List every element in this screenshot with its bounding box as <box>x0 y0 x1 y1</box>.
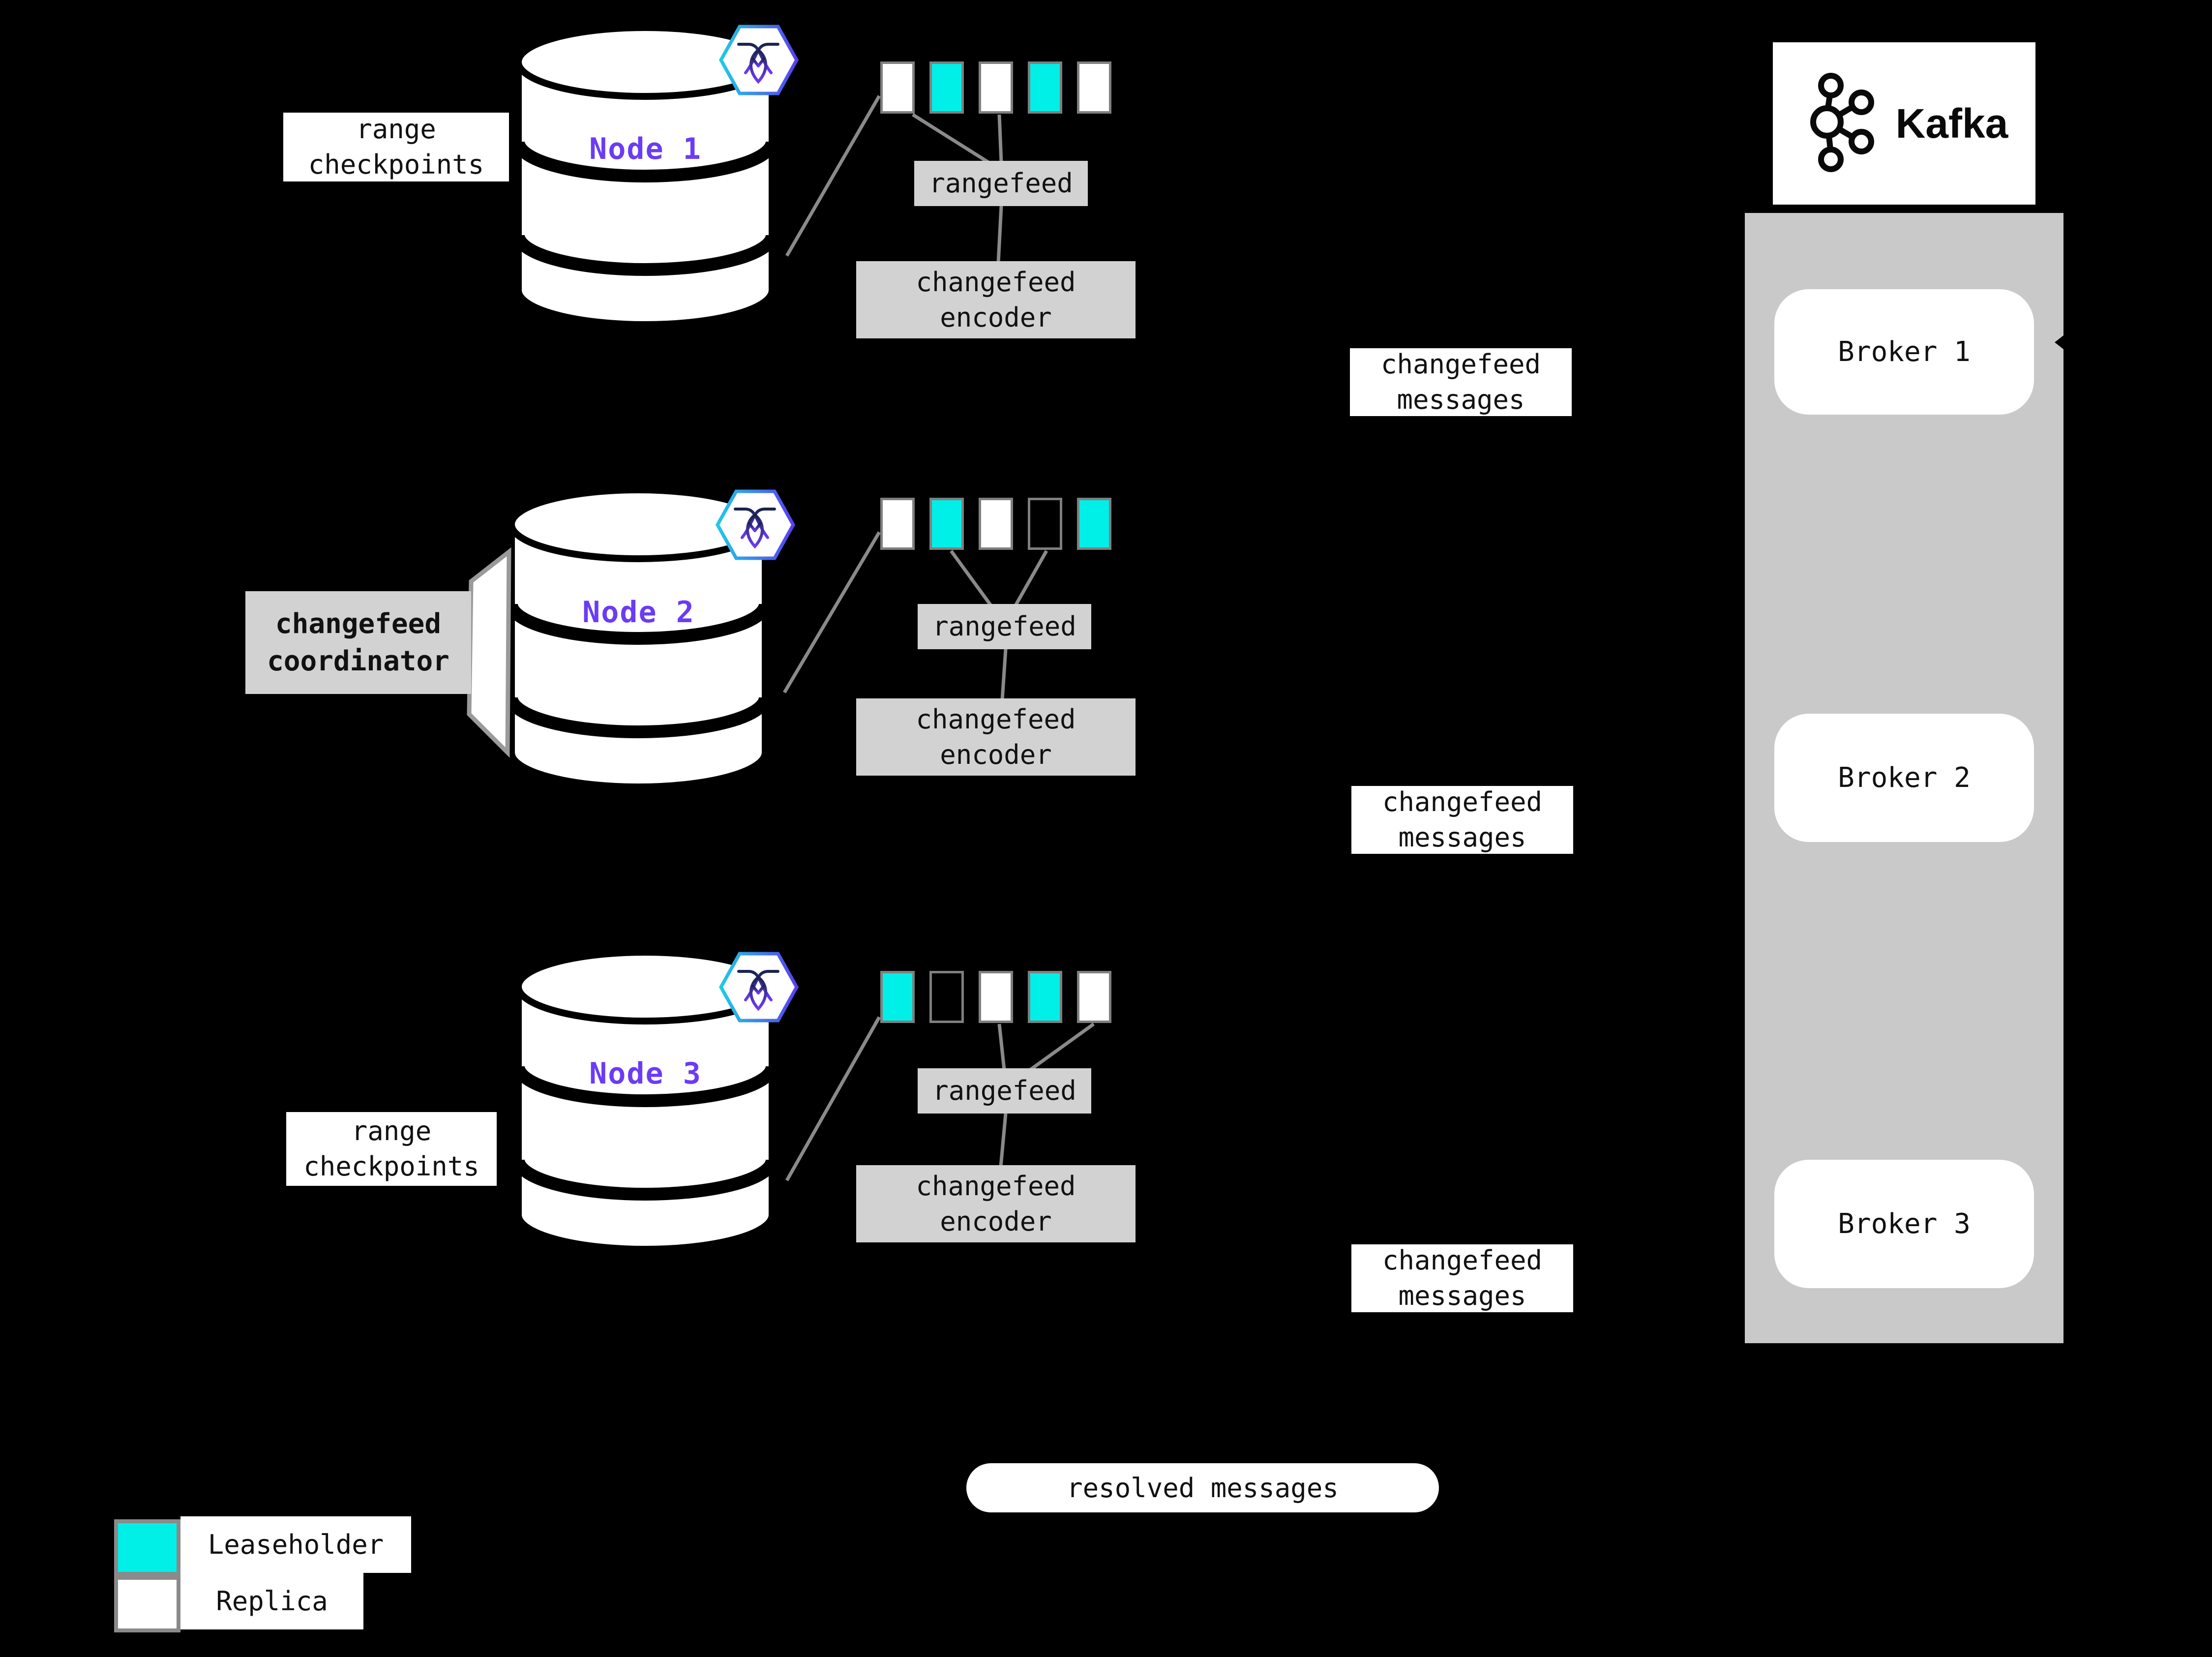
messages-line2: messages <box>1398 1280 1526 1311</box>
broker-2: Broker 2 <box>1774 714 2034 842</box>
resolved-messages-pill: resolved messages <box>966 1463 1439 1512</box>
node1-range-rects <box>880 61 1111 114</box>
kafka-icon <box>1810 73 1874 172</box>
broker-1-label: Broker 1 <box>1838 336 1971 368</box>
broker-1: Broker 1 <box>1774 289 2034 415</box>
range-outline <box>929 971 964 1023</box>
changefeed-encoder-box-node3: changefeed encoder <box>856 1165 1136 1242</box>
kafka-title: Kafka <box>1895 100 2008 147</box>
cockroachdb-icon <box>717 491 793 558</box>
node2-range-rects <box>880 498 1111 550</box>
changefeed-coordinator-box: changefeed coordinator <box>245 591 471 694</box>
encoder-line2: encoder <box>940 301 1052 333</box>
node1-label: Node 1 <box>589 132 702 166</box>
encoder-line1: changefeed <box>916 1170 1076 1202</box>
cockroachdb-icon <box>721 954 797 1021</box>
broker-3-label: Broker 3 <box>1838 1208 1971 1240</box>
range-replica <box>880 498 915 550</box>
messages-line2: messages <box>1397 384 1525 415</box>
encoder-line1: changefeed <box>916 703 1076 735</box>
range-replica <box>979 971 1013 1023</box>
range-outline <box>1028 498 1062 550</box>
node3-range-rects <box>880 971 1111 1023</box>
rangefeed-box-node1: rangefeed <box>914 161 1088 206</box>
range-checkpoints-label-node1: range checkpoints <box>283 113 509 181</box>
range-replica <box>880 61 915 114</box>
node3-cylinder <box>518 952 772 1249</box>
range-replica <box>1077 971 1111 1023</box>
messages-line1: changefeed <box>1382 786 1543 817</box>
range-leaseholder <box>880 971 915 1023</box>
legend-replica-swatch <box>114 1576 180 1632</box>
node2-cylinder <box>511 490 765 787</box>
coordinator-line1: changefeed <box>275 607 442 640</box>
cockroachdb-icon <box>721 27 797 93</box>
range-checkpoints-line2: checkpoints <box>308 149 484 180</box>
rangefeed-label: rangefeed <box>929 168 1073 199</box>
range-leaseholder <box>929 61 964 114</box>
rangefeed-box-node2: rangefeed <box>918 604 1091 649</box>
node3-label: Node 3 <box>589 1056 702 1091</box>
broker-3: Broker 3 <box>1774 1160 2034 1288</box>
encoder-line2: encoder <box>940 739 1052 770</box>
rangefeed-box-node3: rangefeed <box>918 1068 1091 1114</box>
messages-line1: changefeed <box>1382 1245 1543 1276</box>
range-leaseholder <box>1028 61 1062 114</box>
range-replica <box>1077 61 1111 114</box>
legend-replica-text: Replica <box>216 1585 328 1617</box>
changefeed-messages-label-1: changefeed messages <box>1350 348 1572 416</box>
range-checkpoints-line2: checkpoints <box>303 1151 479 1182</box>
legend-leaseholder-swatch <box>114 1519 180 1576</box>
node1-cylinder <box>518 28 772 325</box>
encoder-line2: encoder <box>940 1205 1052 1237</box>
legend-replica-label: Replica <box>180 1573 363 1629</box>
changefeed-messages-label-2: changefeed messages <box>1351 786 1573 854</box>
encoder-line1: changefeed <box>916 266 1076 298</box>
range-replica <box>979 498 1013 550</box>
resolved-messages-label: resolved messages <box>1067 1472 1339 1504</box>
range-checkpoints-label-node3: range checkpoints <box>286 1112 497 1186</box>
range-leaseholder <box>929 498 964 550</box>
range-checkpoints-line1: range <box>351 1115 432 1146</box>
messages-line2: messages <box>1398 822 1526 853</box>
rangefeed-label: rangefeed <box>932 611 1076 642</box>
range-checkpoints-line1: range <box>356 114 436 145</box>
changefeed-encoder-box-node1: changefeed encoder <box>856 261 1136 338</box>
messages-line1: changefeed <box>1380 349 1541 380</box>
changefeed-encoder-box-node2: changefeed encoder <box>856 698 1136 776</box>
coordinator-line2: coordinator <box>267 645 449 677</box>
broker-2-label: Broker 2 <box>1838 762 1971 794</box>
kafka-logo-box: Kafka <box>1773 42 2035 205</box>
range-leaseholder <box>1028 971 1062 1023</box>
legend-leaseholder-label: Leaseholder <box>180 1516 411 1573</box>
range-leaseholder <box>1077 498 1111 550</box>
coordinator-callout-flap <box>467 547 511 758</box>
legend-leaseholder-text: Leaseholder <box>208 1529 384 1560</box>
rangefeed-label: rangefeed <box>932 1075 1076 1106</box>
node2-label: Node 2 <box>582 595 695 630</box>
changefeed-messages-label-3: changefeed messages <box>1351 1244 1573 1312</box>
range-replica <box>979 61 1013 114</box>
